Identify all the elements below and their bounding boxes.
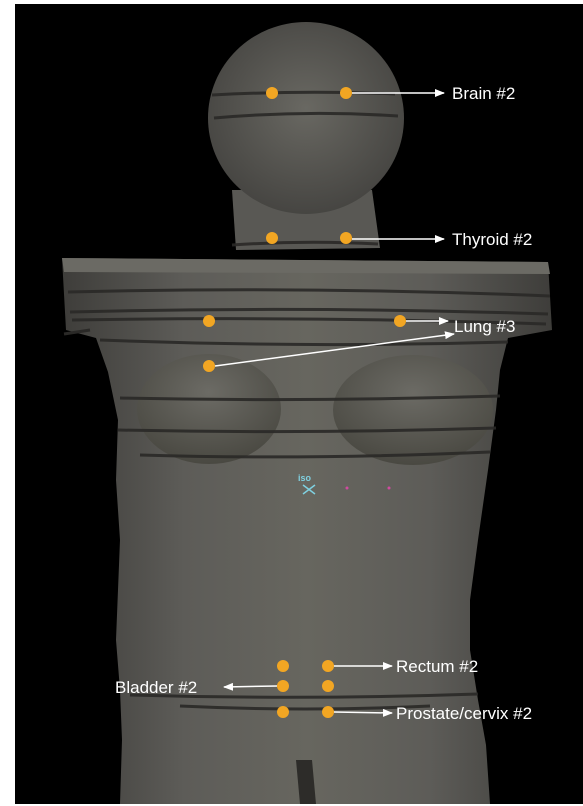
dosimeter-marker bbox=[277, 680, 289, 692]
thyroid-label: Thyroid #2 bbox=[452, 230, 532, 249]
brain-label: Brain #2 bbox=[452, 84, 515, 103]
dosimeter-marker bbox=[266, 87, 278, 99]
dosimeter-marker bbox=[322, 660, 334, 672]
annotation-arrow bbox=[334, 712, 392, 713]
dosimeter-marker bbox=[203, 360, 215, 372]
lung-label: Lung #3 bbox=[454, 317, 515, 336]
dosimeter-marker bbox=[277, 660, 289, 672]
dosimeter-marker bbox=[340, 87, 352, 99]
dosimeter-marker bbox=[203, 315, 215, 327]
dosimeter-marker bbox=[322, 706, 334, 718]
svg-text:iso: iso bbox=[298, 473, 312, 483]
prostate-label: Prostate/cervix #2 bbox=[396, 704, 532, 723]
bladder-label: Bladder #2 bbox=[115, 678, 197, 697]
dosimeter-marker bbox=[266, 232, 278, 244]
annotation-arrow bbox=[224, 686, 277, 687]
dosimeter-marker bbox=[394, 315, 406, 327]
dosimeter-marker bbox=[322, 680, 334, 692]
rectum-label: Rectum #2 bbox=[396, 657, 478, 676]
dosimeter-marker bbox=[340, 232, 352, 244]
dosimeter-marker bbox=[277, 706, 289, 718]
